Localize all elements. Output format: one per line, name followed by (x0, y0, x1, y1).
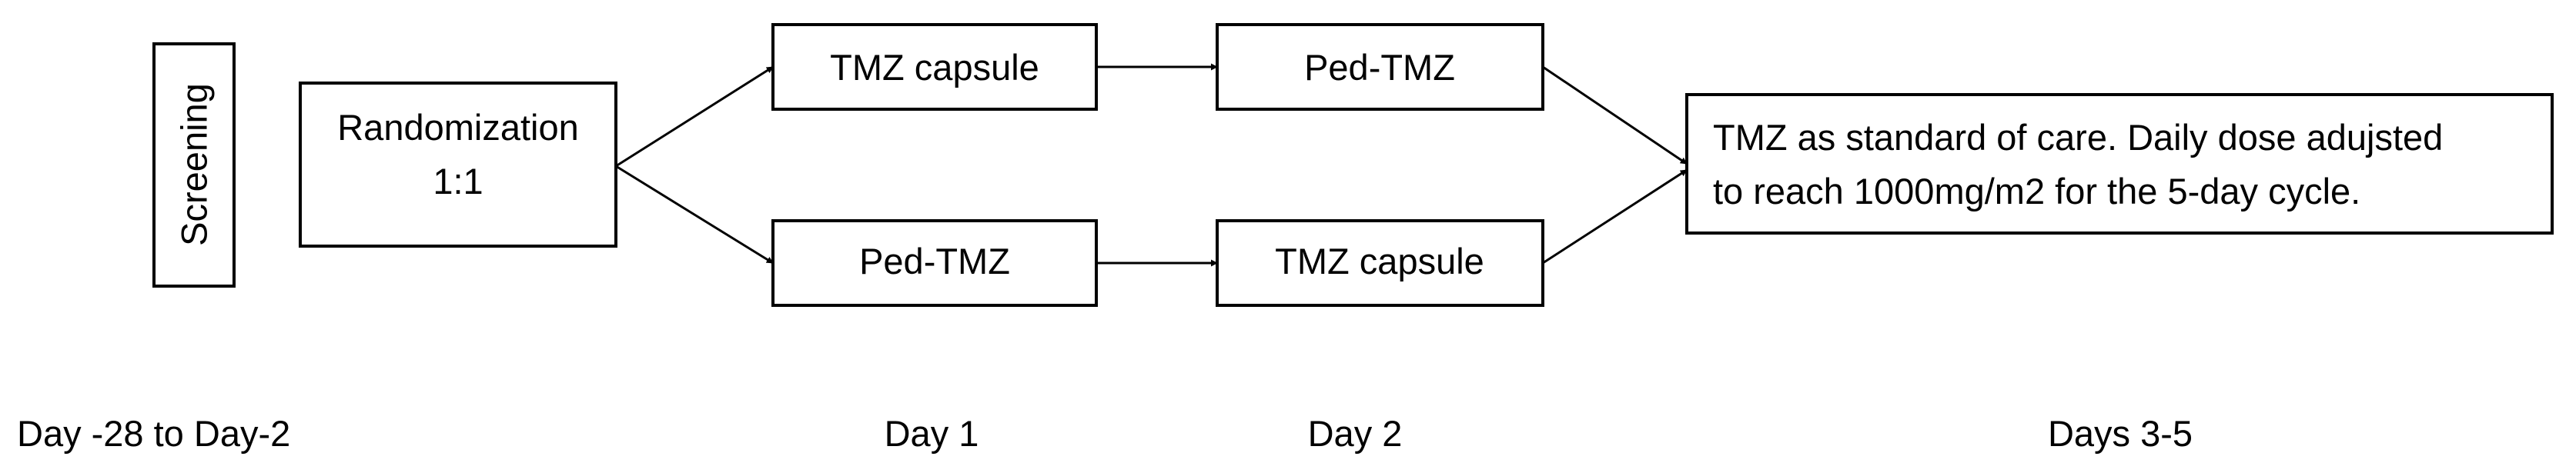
arrow-randomization-to-arm-b (615, 165, 774, 265)
arm-b-day1-box: Ped-TMZ (771, 219, 1098, 307)
timeline-screening-period: Day -28 to Day-2 (17, 413, 290, 454)
standard-care-box: TMZ as standard of care. Daily dose aduj… (1685, 93, 2554, 235)
arm-b-day1-label: Ped-TMZ (859, 241, 1010, 281)
screening-box: Screening (152, 42, 236, 288)
timeline-days3-5: Days 3-5 (2048, 413, 2193, 454)
arrow-arm-a-to-standard-care (1542, 65, 1688, 165)
arm-b-day2-box: TMZ capsule (1216, 219, 1544, 307)
arrow-randomization-to-arm-a (615, 65, 774, 168)
timeline-day2: Day 2 (1308, 413, 1403, 454)
randomization-box: Randomization 1:1 (299, 82, 617, 248)
screening-label: Screening (174, 83, 215, 246)
arm-a-day1-box: TMZ capsule (771, 23, 1098, 111)
timeline-day1: Day 1 (885, 413, 979, 454)
arm-a-day2-label: Ped-TMZ (1304, 47, 1455, 88)
randomization-ratio-label: 1:1 (433, 161, 483, 202)
arm-a-day2-box: Ped-TMZ (1216, 23, 1544, 111)
randomization-label: Randomization (337, 107, 579, 148)
arm-b-day2-label: TMZ capsule (1275, 241, 1484, 281)
arm-a-day1-label: TMZ capsule (830, 47, 1039, 88)
standard-care-line2: to reach 1000mg/m2 for the 5-day cycle. (1713, 171, 2360, 212)
standard-care-line1: TMZ as standard of care. Daily dose aduj… (1713, 117, 2443, 158)
arrow-arm-b-to-standard-care (1542, 168, 1688, 265)
